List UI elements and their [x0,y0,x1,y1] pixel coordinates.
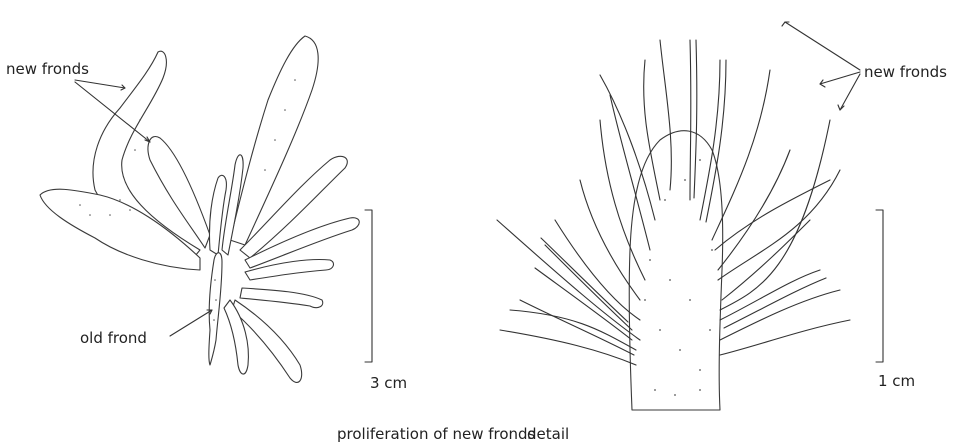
old-frond-label: old frond [80,329,147,347]
scale-label-right: 1 cm [878,372,915,390]
caption-right: detail [527,425,569,443]
leader-lines-right [782,22,860,110]
new-fronds-label-right: new fronds [864,63,947,81]
scale-bar-left [365,210,372,362]
scale-bar-right [876,210,883,362]
new-fronds-label-left: new fronds [6,60,89,78]
right-plant-drawing [497,40,850,410]
caption-left: proliferation of new fronds [337,425,535,443]
scale-label-left: 3 cm [370,374,407,392]
